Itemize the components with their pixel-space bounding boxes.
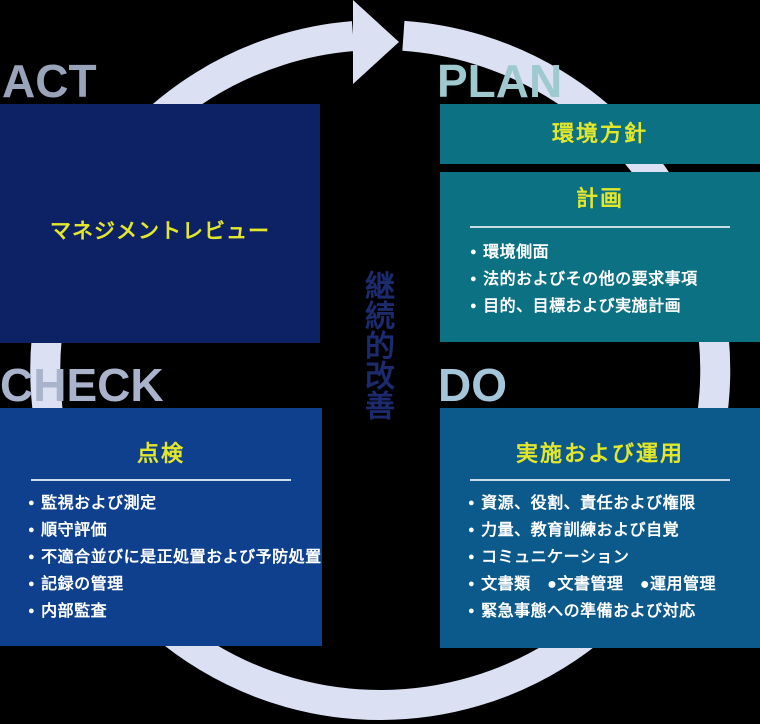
list-item: ● 緊急事態への準備および対応 xyxy=(468,598,760,625)
list-item: ● 力量、教育訓練および自覚 xyxy=(468,517,760,544)
check-list: ● 監視および測定 ● 順守評価 ● 不適合並びに是正処置および予防処置 ● 記録の管理… xyxy=(0,490,322,625)
do-label: DO xyxy=(438,359,507,411)
bullet-icon: ● xyxy=(28,497,36,509)
plan-box: 計画 ● 環境側面 ● 法的およびその他の要求事項 ● 目的、目標および実施計画 xyxy=(440,172,760,342)
list-item: ● 監視および測定 xyxy=(28,490,322,517)
check-label: CHECK xyxy=(0,359,164,411)
list-item-label: 内部監査 xyxy=(41,603,108,620)
list-item-label: 記録の管理 xyxy=(41,576,124,593)
list-item: ● 資源、役割、責任および権限 xyxy=(468,490,760,517)
do-box: 実施および運用 ● 資源、役割、責任および権限 ● 力量、教育訓練および自覚 ● コミ… xyxy=(440,408,760,648)
list-item: ● 内部監査 xyxy=(28,598,322,625)
bullet-icon: ● xyxy=(470,273,478,285)
do-list: ●資源、役割、責任および権限 ●力量、教育訓練および自覚 ●コミュニケーション … xyxy=(440,490,760,625)
list-item-label: コミュニケーション xyxy=(481,549,630,566)
list-item: ● 法的およびその他の要求事項 xyxy=(470,266,760,293)
list-item-label: 環境側面 xyxy=(483,244,550,261)
list-item: ● 文書類 ●文書管理 ●運用管理 xyxy=(468,571,760,598)
list-item: ● 記録の管理 xyxy=(28,571,322,598)
act-box-title: マネジメントレビュー xyxy=(50,219,270,243)
list-item-label: 目的、目標および実施計画 xyxy=(483,298,682,315)
continuous-improvement-label: 継続的改善 xyxy=(360,270,393,420)
arrow-head-icon xyxy=(353,0,399,84)
check-box: 点検 ● 監視および測定 ● 順守評価 ● 不適合並びに是正処置および予防処置 ● 記録… xyxy=(0,408,322,646)
list-item-label: 法的およびその他の要求事項 xyxy=(483,271,698,288)
list-item: ● 不適合並びに是正処置および予防処置 xyxy=(28,544,322,571)
bullet-icon: ● xyxy=(468,524,476,536)
check-box-title: 点検 xyxy=(136,441,185,466)
title-divider xyxy=(31,479,291,481)
list-item: ● コミュニケーション xyxy=(468,544,760,571)
environmental-policy-box: 環境方針 xyxy=(440,104,760,164)
list-item-label: 緊急事態への準備および対応 xyxy=(481,603,696,620)
list-item-label: 不適合並びに是正処置および予防処置 xyxy=(41,549,322,566)
bullet-icon: ● xyxy=(468,497,476,509)
plan-list: ● 環境側面 ● 法的およびその他の要求事項 ● 目的、目標および実施計画 xyxy=(440,239,760,320)
bullet-icon: ● xyxy=(28,551,36,563)
plan-label: PLAN xyxy=(437,55,563,107)
plan-box-title: 計画 xyxy=(575,186,624,211)
title-divider xyxy=(470,479,730,481)
bullet-icon: ● xyxy=(470,300,478,312)
list-item: ● 順守評価 xyxy=(28,517,322,544)
do-box-title: 実施および運用 xyxy=(515,441,684,466)
policy-box-title: 環境方針 xyxy=(551,121,648,146)
bullet-icon: ● xyxy=(28,524,36,536)
management-review-box: マネジメントレビュー xyxy=(0,104,320,343)
title-divider xyxy=(470,226,730,228)
bullet-icon: ● xyxy=(28,605,36,617)
act-label: ACT xyxy=(2,55,97,107)
list-item-label: 順守評価 xyxy=(41,522,108,539)
bullet-icon: ● xyxy=(468,578,476,590)
bullet-icon: ● xyxy=(28,578,36,590)
bullet-icon: ● xyxy=(470,246,478,258)
list-item-label: 監視および測定 xyxy=(41,495,157,512)
bullet-icon: ● xyxy=(468,605,476,617)
list-item: ● 環境側面 xyxy=(470,239,760,266)
list-item-label: 文書類 ●文書管理 ●運用管理 xyxy=(481,576,716,593)
list-item: ● 目的、目標および実施計画 xyxy=(470,293,760,320)
bullet-icon: ● xyxy=(468,551,476,563)
list-item-label: 資源、役割、責任および権限 xyxy=(481,495,696,512)
list-item-label: 力量、教育訓練および自覚 xyxy=(481,522,680,539)
